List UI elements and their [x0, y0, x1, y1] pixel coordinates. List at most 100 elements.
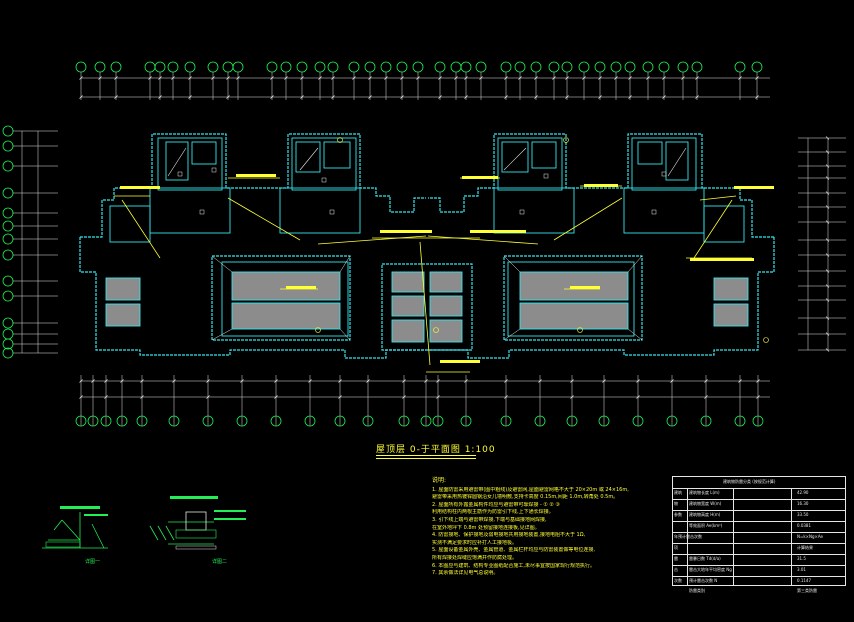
dimension-tick	[400, 76, 404, 80]
dimension-tick	[79, 395, 83, 399]
dimension-tick	[438, 76, 442, 80]
table-rule	[673, 499, 845, 500]
detail-line	[61, 519, 81, 541]
room	[109, 205, 151, 243]
dimension-tick	[598, 95, 602, 99]
dimension-tick	[570, 395, 574, 399]
dimension-tick	[140, 395, 144, 399]
marker-circle	[337, 137, 343, 143]
fixture	[199, 209, 205, 215]
table-cell: 年预计雷击次数	[674, 534, 702, 539]
dimension-tick	[140, 379, 144, 383]
dimension-tick	[662, 95, 666, 99]
dimension-tick	[582, 76, 586, 80]
dimension-tick	[206, 395, 210, 399]
axis-bubble	[530, 61, 542, 73]
axis-bubble	[314, 61, 326, 73]
note-line: 在室外地坪下 0.8m 处预留接地连接板,见详图。	[432, 524, 540, 531]
axis-bubble	[2, 275, 14, 287]
dimension-tick	[368, 76, 372, 80]
axis-bubble	[460, 415, 472, 427]
dimension-tick	[206, 379, 210, 383]
axis-bubble	[475, 61, 487, 73]
table-cell: 0.0381	[797, 523, 811, 528]
roof-fill	[519, 302, 629, 330]
axis-bubble	[561, 61, 573, 73]
detail-note-bar	[170, 496, 218, 499]
axis-bubble	[434, 61, 446, 73]
axis-bubble	[296, 61, 308, 73]
axis-bubble	[364, 61, 376, 73]
table-cell: 雷暴日数 Td(d/a)	[689, 556, 721, 561]
axis-bubble	[75, 415, 87, 427]
dimension-tick	[438, 95, 442, 99]
axis-bubble	[154, 61, 166, 73]
axis-bubble	[598, 415, 610, 427]
table-cell: 31.5	[797, 556, 806, 561]
dimension-tick	[670, 379, 674, 383]
parapet-inner	[507, 261, 635, 337]
dimension-tick	[236, 76, 240, 80]
dimension-tick	[226, 76, 230, 80]
dimension-tick	[825, 298, 830, 302]
note-line: 利用结构柱内两根主筋作为防雷引下线,上下通长焊接。	[432, 509, 554, 516]
annotation-tag	[470, 230, 526, 233]
dimension-tick	[270, 95, 274, 99]
dimension-tick	[628, 95, 632, 99]
table-cell: 建筑	[674, 490, 682, 495]
axis-bubble	[94, 61, 106, 73]
dimension-tick	[756, 395, 760, 399]
dimension-tick	[825, 176, 830, 180]
axis-bubble	[2, 220, 14, 232]
title-underline	[376, 455, 476, 456]
axis-bubble	[642, 61, 654, 73]
table-cell: 击	[674, 567, 678, 572]
axis-bubble	[75, 61, 87, 73]
axis-bubble	[548, 61, 560, 73]
room	[637, 141, 663, 165]
axis-bubble	[2, 328, 14, 340]
lightning-leader	[121, 199, 161, 259]
dimension-tick	[662, 76, 666, 80]
axis-bubble	[2, 207, 14, 219]
detail-note-bar	[84, 514, 108, 516]
parapet-inner	[221, 261, 349, 337]
axis-bubble	[2, 317, 14, 329]
dimension-tick	[338, 379, 342, 383]
table-cell: 建筑物宽度 W(m)	[689, 501, 722, 506]
corridor	[149, 187, 231, 234]
dimension-tick	[158, 95, 162, 99]
table-cell: 次数	[674, 578, 682, 583]
plan-title: 屋顶层 0-于平面图 1:100	[376, 445, 496, 455]
axis-bubble	[2, 338, 14, 350]
axis-bubble	[110, 61, 122, 73]
stair-line	[299, 147, 319, 171]
roof-fill	[429, 271, 463, 293]
dimension-tick	[79, 76, 83, 80]
roof-fill	[713, 303, 749, 327]
axis-bubble	[2, 125, 14, 137]
axis-bubble	[348, 61, 360, 73]
dimension-tick	[436, 379, 440, 383]
annotation-tag	[440, 360, 480, 363]
hip-line	[503, 255, 521, 273]
dimension-tick	[188, 95, 192, 99]
dimension-tick	[825, 150, 830, 154]
axis-bubble	[232, 61, 244, 73]
note-line: 4. 防雷接地、保护接地及弱电接地共用接地装置,接地电阻不大于 1Ω,	[432, 532, 586, 539]
dimension-tick	[636, 395, 640, 399]
dimension-tick	[504, 76, 508, 80]
note-line: 1. 屋面防雷采用避雷带(图中粗线)及避雷网,屋面避雷网格不大于 20×20m …	[432, 486, 629, 493]
dimension-tick	[479, 76, 483, 80]
table-rule	[673, 543, 845, 544]
detail-slab	[45, 541, 81, 548]
stair-core	[291, 137, 357, 191]
roof-fill	[429, 295, 463, 317]
dimension-tick	[300, 95, 304, 99]
axis-bubble	[270, 415, 282, 427]
fixture	[543, 173, 549, 179]
dimension-tick	[424, 379, 428, 383]
roof-fill	[105, 303, 141, 327]
table-cell: 物	[674, 501, 678, 506]
